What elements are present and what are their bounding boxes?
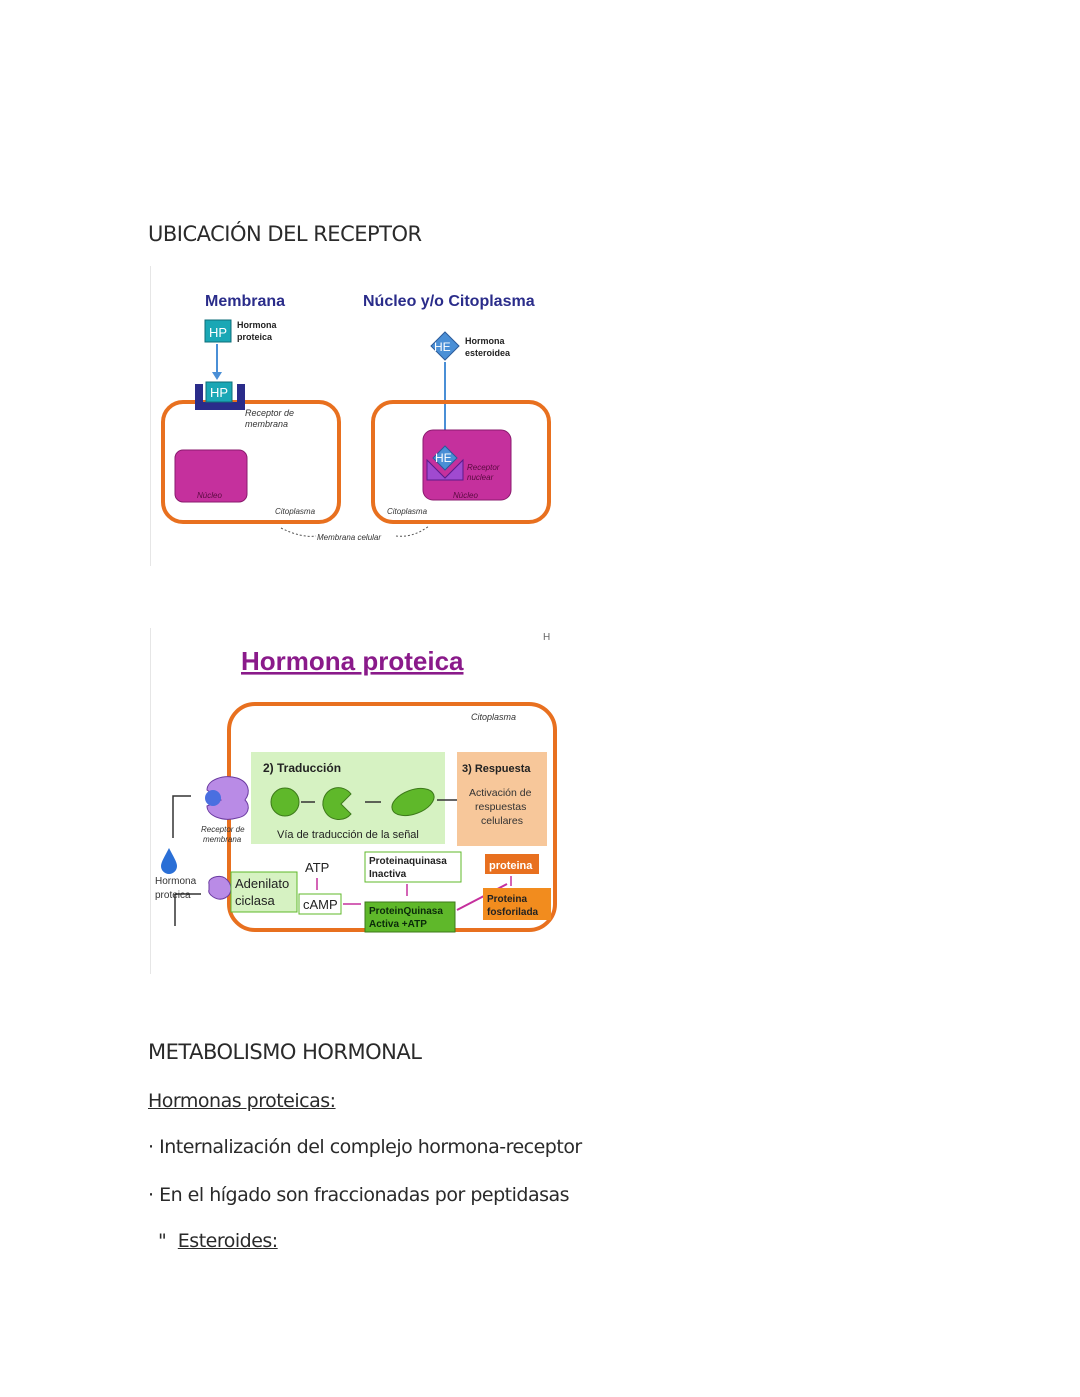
signal-pacman <box>322 787 352 820</box>
hormona-proteica-label-2: proteica <box>237 332 273 342</box>
signal-circle <box>270 787 300 817</box>
pk-activa-box <box>364 901 456 933</box>
membrana-celular-dash-left <box>280 527 317 537</box>
membrana-celular-dash-right <box>395 525 430 537</box>
left-citoplasma-label: Citoplasma <box>275 507 316 516</box>
atp-label: ATP <box>305 860 329 875</box>
hp-bound-box <box>205 381 233 403</box>
membrana-celular-label: Membrana celular <box>317 533 381 542</box>
figure2-title: Hormona proteica <box>241 646 464 676</box>
respuesta-box <box>457 752 547 846</box>
right-nucleo-label: Núcleo <box>453 491 478 500</box>
right-citoplasma-label: Citoplasma <box>387 507 428 516</box>
receptor-label-2: membrana <box>203 835 242 844</box>
nucleo-citoplasma-title: Núcleo y/o Citoplasma <box>363 293 535 310</box>
bullet-text: Internalización del complejo hormona-rec… <box>159 1136 582 1158</box>
traduccion-label: 2) Traducción <box>263 761 341 775</box>
he-bound-label: HE <box>435 451 452 465</box>
esteroides-label: Esteroides: <box>177 1230 278 1252</box>
adenilato-receptor-shape <box>208 875 232 900</box>
hormone-drop-icon <box>161 848 177 874</box>
receptor-nuclear-label-1: Receptor <box>467 463 500 472</box>
hp-hormone-box <box>204 319 232 343</box>
adenilato-box <box>230 871 298 913</box>
pk-activa-label-2: Activa +ATP <box>369 919 427 930</box>
left-nucleus <box>174 449 248 503</box>
receptor-membrana-label-1: Receptor de <box>245 408 294 418</box>
adenilato-label-2: ciclasa <box>235 893 276 908</box>
fosforilada-label-1: Proteina <box>487 894 527 905</box>
bullet-higado: · En el hígado son fraccionadas por pept… <box>148 1184 570 1206</box>
hormona-esteroidea-label-1: Hormona <box>465 336 505 346</box>
left-cell-membrane <box>161 400 341 524</box>
camp-box <box>298 893 342 915</box>
membrana-title: Membrana <box>205 293 285 310</box>
activacion-line-2: respuestas <box>475 801 526 813</box>
receptor-label-1: Receptor de <box>201 825 245 834</box>
bullet-text: En el hígado son fraccionadas por peptid… <box>159 1184 570 1206</box>
hormona-label-1: Hormona <box>155 876 197 887</box>
esteroides-line: " Esteroides: <box>158 1230 278 1252</box>
fosforilada-label-2: fosforilada <box>487 907 539 918</box>
receptor-bound-hormone <box>205 790 221 806</box>
corner-mark: H <box>543 632 550 643</box>
pk-inactiva-box <box>364 851 462 883</box>
subheading-hormonas-proteicas: Hormonas proteicas: <box>148 1090 336 1112</box>
membrane-receptor-cup <box>195 384 245 410</box>
pk-inactiva-label-1: Proteinaquinasa <box>369 856 447 867</box>
hormona-label-2: proteica <box>155 890 191 901</box>
hormona-esteroidea-label-2: esteroidea <box>465 348 511 358</box>
receptor-membrana-label-2: membrana <box>245 419 288 429</box>
proteina-label: proteina <box>489 860 533 872</box>
pk-activa-label-1: ProteinQuinasa <box>369 906 443 917</box>
he-hormone-diamond <box>430 331 460 361</box>
receptor-nuclear-label-2: nuclear <box>467 473 494 482</box>
hormona-proteica-label-1: Hormona <box>237 320 277 330</box>
signal-ellipse <box>391 787 435 817</box>
he-label: HE <box>434 340 451 354</box>
proteina-box <box>485 854 539 874</box>
left-nucleo-label: Núcleo <box>197 491 222 500</box>
he-bound-diamond <box>432 445 458 471</box>
protein-hormone-signaling-diagram: H Hormona proteica Citoplasma 2) Traducc… <box>150 628 569 974</box>
pk-inactiva-label-2: Inactiva <box>369 869 407 880</box>
section-heading-metabolismo: METABOLISMO HORMONAL <box>148 1040 422 1064</box>
bullet-internalizacion: · Internalización del complejo hormona-r… <box>148 1136 582 1158</box>
right-cell-membrane <box>371 400 551 524</box>
ditto-mark: " <box>158 1230 167 1252</box>
activacion-line-1: Activación de <box>469 787 532 799</box>
hp-label: HP <box>209 325 227 340</box>
receptor-location-diagram: Membrana Núcleo y/o Citoplasma HP Hormon… <box>150 266 579 566</box>
adenilato-label-1: Adenilato <box>235 876 289 891</box>
hp-bound-label: HP <box>210 385 228 400</box>
receptor-stem <box>172 795 191 838</box>
via-label: Vía de traducción de la señal <box>277 829 419 841</box>
membrane-receptor-shape <box>206 776 249 820</box>
camp-label: cAMP <box>303 897 338 912</box>
citoplasma-label: Citoplasma <box>471 712 516 722</box>
activacion-line-3: celulares <box>481 815 523 827</box>
section-heading-ubicacion: UBICACIÓN DEL RECEPTOR <box>148 222 422 246</box>
respuesta-label: 3) Respuesta <box>462 763 531 775</box>
bullet-dot: · <box>148 1184 154 1206</box>
fosforilada-box <box>483 888 551 920</box>
nuclear-receptor-cup <box>426 458 464 481</box>
hp-arrow-head <box>212 372 222 380</box>
bullet-dot: · <box>148 1136 154 1158</box>
